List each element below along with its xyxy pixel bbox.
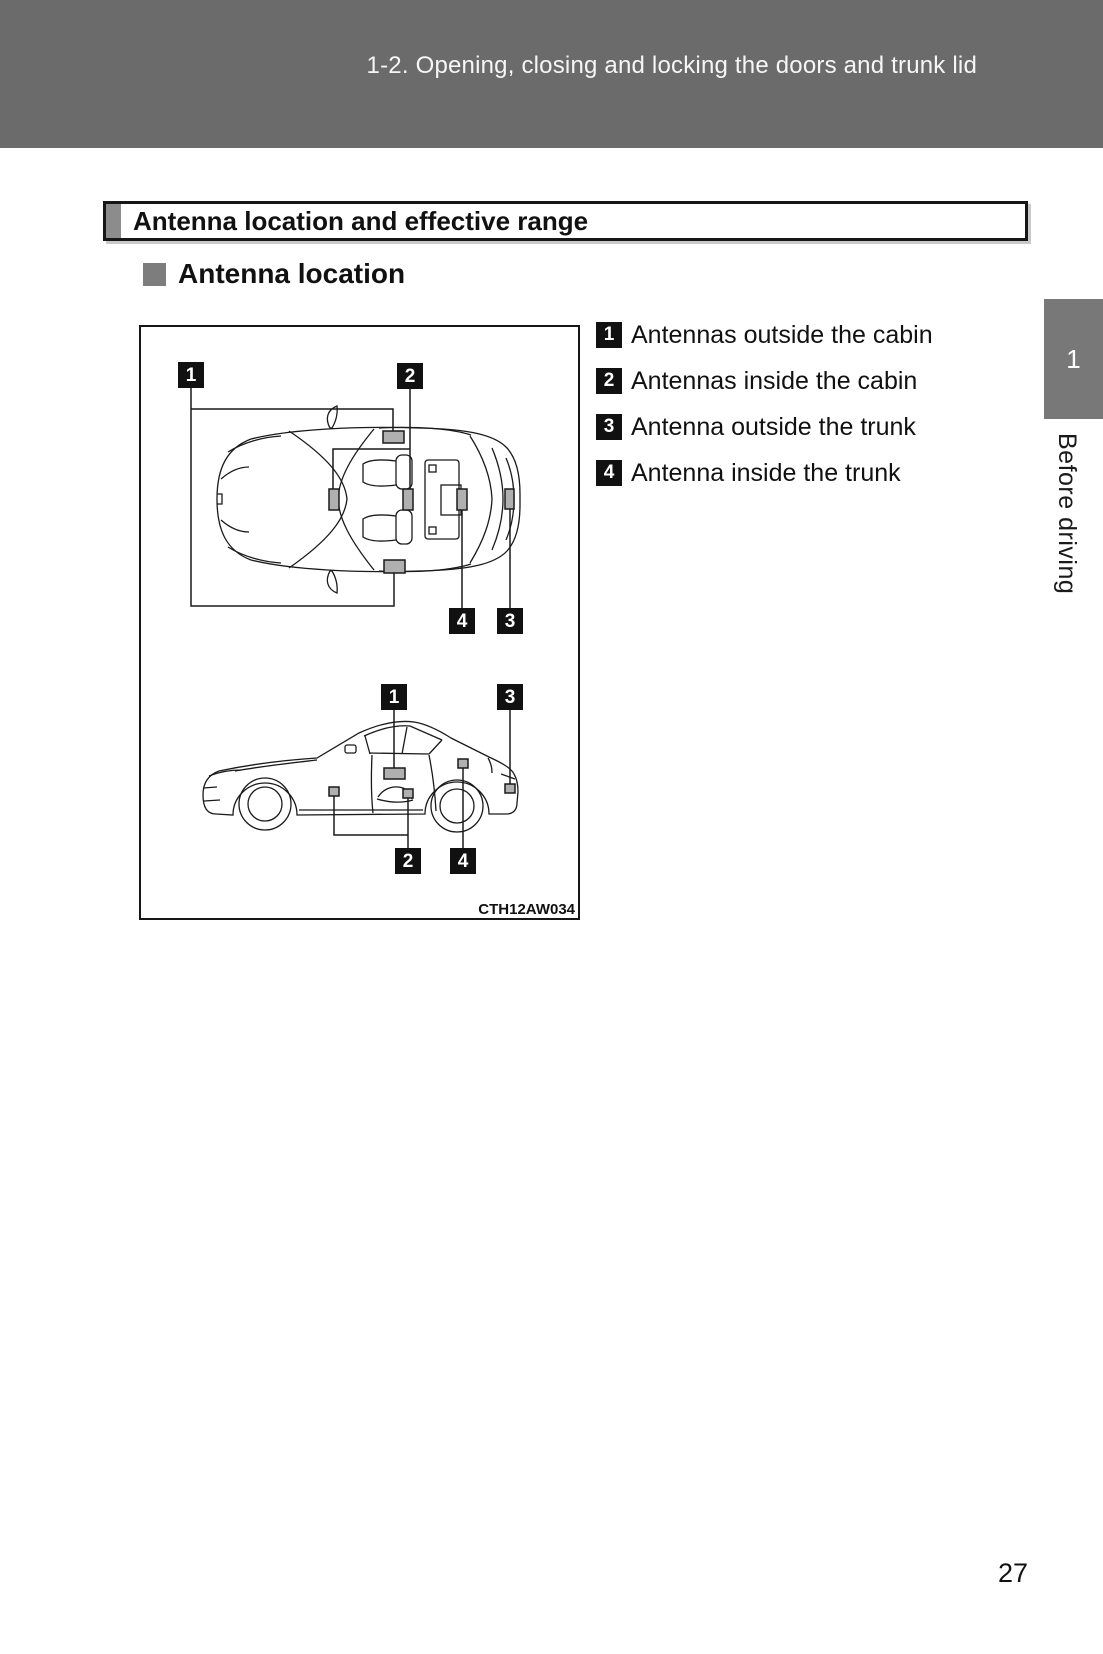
figure-drawing: 1 2 4 3 <box>178 362 576 918</box>
legend-item: 4 Antenna inside the trunk <box>596 458 933 487</box>
antenna-marker <box>504 488 515 510</box>
legend-2-label: Antennas inside the cabin <box>631 366 918 395</box>
marker-2-number: 2 <box>403 851 414 872</box>
chapter-title-vertical: Before driving <box>1053 433 1081 595</box>
chapter-number: 1 <box>1066 343 1081 374</box>
marker-4-number: 4 <box>458 851 469 872</box>
marker-1-number: 1 <box>186 365 197 386</box>
antenna-marker <box>383 559 406 574</box>
breadcrumb: 1-2. Opening, closing and locking the do… <box>366 52 977 79</box>
antenna-marker <box>383 767 406 780</box>
section-title: Antenna location and effective range <box>133 205 589 236</box>
antenna-marker <box>328 488 340 511</box>
marker-1-badge <box>178 362 204 388</box>
antenna-marker <box>504 783 516 794</box>
car-top-view <box>216 405 521 594</box>
legend-item: 3 Antenna outside the trunk <box>596 412 933 441</box>
legend-3-badge: 3 <box>596 414 622 440</box>
header-band: 1-2. Opening, closing and locking the do… <box>0 0 1103 148</box>
antenna-marker <box>328 786 340 797</box>
antenna-marker <box>382 430 405 444</box>
section-title-bar: Antenna location and effective range <box>103 201 1028 241</box>
marker-4-number: 4 <box>457 611 468 632</box>
antenna-marker <box>402 488 414 511</box>
square-bullet-icon <box>143 262 166 286</box>
marker-3-badge <box>497 608 523 634</box>
marker-2-badge <box>397 363 423 389</box>
top-view-leader-lines <box>190 388 511 608</box>
legend-item: 2 Antennas inside the cabin <box>596 366 933 395</box>
title-accent-bar <box>106 204 121 238</box>
top-view-antenna-markers <box>328 430 515 574</box>
antenna-marker <box>402 788 414 799</box>
legend-2-badge: 2 <box>596 368 622 394</box>
marker-1-badge <box>381 684 407 710</box>
legend-4-label: Antenna inside the trunk <box>631 458 901 487</box>
marker-2-badge <box>395 848 421 874</box>
subsection-title: Antenna location <box>178 258 406 289</box>
legend-item: 1 Antennas outside the cabin <box>596 320 933 349</box>
marker-3-badge <box>497 684 523 710</box>
chapter-tab: 1 <box>1044 299 1103 419</box>
legend-1-badge: 1 <box>596 322 622 348</box>
side-view-antenna-markers <box>328 758 516 799</box>
legend-4-badge: 4 <box>596 460 622 486</box>
figure-code: CTH12AW034 <box>478 901 575 918</box>
side-view-leader-lines <box>333 710 511 848</box>
legend-1-label: Antennas outside the cabin <box>631 320 933 349</box>
marker-4-badge <box>449 608 475 634</box>
side-view-marker-badges: 1 3 2 4 <box>381 684 523 874</box>
marker-2-number: 2 <box>405 366 416 387</box>
car-side-view <box>202 720 519 833</box>
marker-3-number: 3 <box>505 687 516 708</box>
top-view-marker-badges: 1 2 4 3 <box>178 362 523 634</box>
antenna-marker <box>457 758 469 769</box>
antenna-legend: 1 Antennas outside the cabin 2 Antennas … <box>596 320 933 506</box>
marker-1-number: 1 <box>389 687 400 708</box>
subsection-heading: Antenna location <box>143 258 405 290</box>
marker-3-number: 3 <box>505 611 516 632</box>
antenna-marker <box>456 488 468 511</box>
legend-3-label: Antenna outside the trunk <box>631 412 916 441</box>
marker-4-badge <box>450 848 476 874</box>
page-number: 27 <box>998 1558 1029 1588</box>
antenna-location-figure: 1 2 4 3 <box>139 325 580 920</box>
